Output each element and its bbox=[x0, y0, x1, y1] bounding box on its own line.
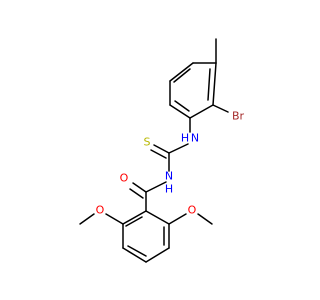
bond-ring1-4 bbox=[169, 104, 191, 119]
bond-ring1-5 bbox=[189, 104, 214, 119]
bond-ring1-2b bbox=[173, 68, 191, 83]
atom-nh-mid-h: H bbox=[165, 183, 173, 196]
bond-ome-right bbox=[168, 213, 187, 225]
bond-cs-1 bbox=[153, 144, 170, 154]
bond-ring2-3b bbox=[127, 245, 147, 257]
bond-ome-left bbox=[105, 213, 124, 225]
bond-cs-2 bbox=[150, 149, 167, 159]
bond-ring1-6b bbox=[207, 68, 211, 101]
bond-ring2-1b bbox=[125, 216, 143, 227]
bond-ome-left-me bbox=[79, 213, 95, 225]
bond-co-1 bbox=[132, 182, 147, 193]
bond-ring1-4b bbox=[174, 100, 190, 112]
atom-o-methoxy-right: O bbox=[188, 204, 197, 217]
atom-o-carbonyl: O bbox=[120, 172, 129, 185]
bond-co-2 bbox=[129, 188, 144, 199]
atom-nh-top-n: N bbox=[191, 132, 199, 145]
atom-nh-mid-n: N bbox=[165, 170, 173, 183]
bond-group bbox=[79, 38, 229, 263]
bond-n2-c bbox=[145, 181, 167, 193]
atom-s: S bbox=[144, 136, 151, 149]
bond-ring2-3 bbox=[122, 247, 147, 263]
molecule-structure: S H N N H O Br O O bbox=[79, 38, 245, 263]
bond-ring1-2 bbox=[169, 62, 194, 82]
bond-ome-right-me bbox=[197, 213, 213, 225]
bond-ring2-6 bbox=[145, 210, 170, 225]
bond-ring2-1 bbox=[122, 210, 147, 225]
atom-nh-top: H N bbox=[181, 132, 199, 145]
bond-nh-c bbox=[168, 143, 189, 154]
atom-labels: S H N N H O Br O O bbox=[96, 110, 245, 217]
bond-br bbox=[212, 104, 229, 113]
bond-ring1-6 bbox=[212, 62, 217, 106]
atom-nh-mid: N H bbox=[165, 170, 173, 196]
atom-br: Br bbox=[232, 110, 245, 123]
atom-o-methoxy-left: O bbox=[96, 204, 105, 217]
bond-ring2-4 bbox=[145, 247, 170, 263]
atom-nh-top-h: H bbox=[181, 132, 189, 145]
